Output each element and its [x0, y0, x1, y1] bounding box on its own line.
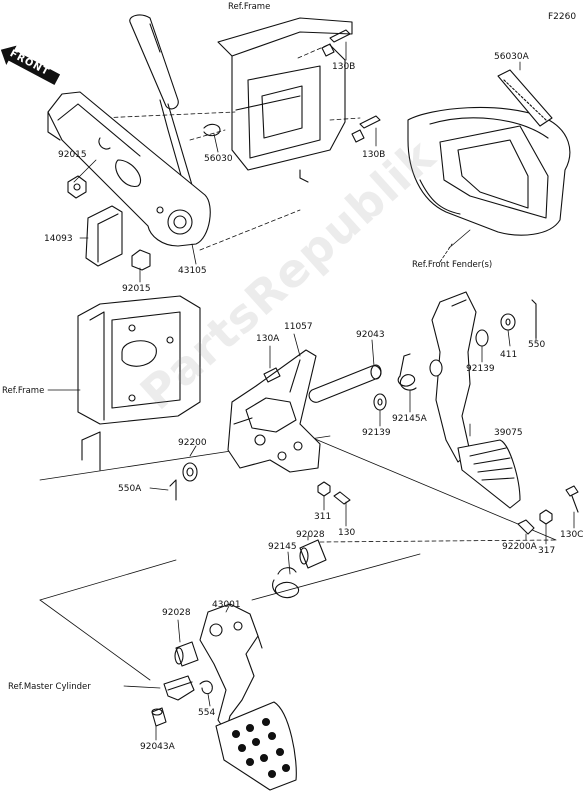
collar-92200	[182, 462, 198, 482]
part-label-550a: 550A	[118, 484, 142, 494]
label-leader-lines	[47, 41, 575, 741]
ref-master-cylinder: Ref.Master Cylinder	[8, 682, 91, 692]
part-label-92015-upper: 92015	[58, 150, 87, 160]
clip-554	[199, 680, 213, 695]
bolt-130c	[565, 485, 579, 513]
part-label-130b-lower: 130B	[362, 150, 386, 160]
part-label-130a: 130A	[256, 334, 280, 344]
frame-crossmember-top	[217, 17, 353, 183]
ref-front-fender: Ref.Front Fender(s)	[412, 260, 493, 270]
part-label-554: 554	[198, 708, 216, 718]
part-label-11057: 11057	[284, 322, 313, 332]
part-label-43001: 43001	[212, 600, 241, 610]
washer-411	[500, 313, 516, 331]
nut-92015-upper	[67, 175, 87, 199]
part-label-92200: 92200	[178, 438, 207, 448]
part-label-550: 550	[528, 340, 546, 350]
pin-92043a	[151, 707, 167, 727]
part-label-14093: 14093	[44, 234, 73, 244]
part-label-130: 130	[338, 528, 356, 538]
front-arrow-icon	[0, 45, 61, 86]
washer-92139-mid	[373, 393, 387, 411]
bolts-130b	[321, 29, 381, 143]
part-label-56030: 56030	[204, 154, 233, 164]
pedal-43001	[199, 603, 297, 791]
label-strip-56030a	[497, 69, 553, 127]
bracket-11057	[227, 349, 321, 473]
part-label-56030a: 56030A	[494, 52, 529, 62]
bushing-92139-right	[475, 329, 489, 347]
clevis-master-cylinder	[163, 675, 195, 701]
bushing-92028-right	[299, 539, 327, 569]
parking-brake-handle	[129, 14, 201, 215]
ref-frame-top: Ref.Frame	[228, 2, 271, 12]
part-label-92145a: 92145A	[392, 414, 427, 424]
ref-frame-left: Ref.Frame	[2, 386, 45, 396]
part-label-92043a: 92043A	[140, 742, 175, 752]
bushing-92028-left	[174, 641, 199, 667]
front-fender	[407, 106, 571, 236]
collar-pedal	[429, 359, 443, 377]
pedal-39075	[431, 291, 521, 509]
part-label-92139-mid: 92139	[362, 428, 391, 438]
part-label-92028-right: 92028	[296, 530, 325, 540]
nut-317	[539, 509, 553, 525]
part-label-92015-lower: 92015	[122, 284, 151, 294]
frame-section-left	[77, 295, 201, 471]
spring-92145a	[397, 353, 417, 391]
pin-550	[531, 299, 537, 339]
part-label-317: 317	[538, 546, 556, 556]
nut-92015-lower	[131, 249, 151, 271]
pivot-shaft-92043	[308, 364, 382, 403]
figure-code: F2260	[548, 12, 577, 22]
part-label-92028-left: 92028	[162, 608, 191, 618]
spring-92145	[272, 567, 300, 599]
bracket-43105	[47, 91, 211, 247]
part-label-92145: 92145	[268, 542, 297, 552]
bolt-130a	[263, 367, 281, 383]
nut-311	[317, 481, 331, 497]
pad-14093	[85, 205, 123, 267]
front-direction-badge: FRONT	[0, 40, 63, 89]
part-label-92139-right: 92139	[466, 364, 495, 374]
clip-56030	[203, 123, 221, 137]
part-label-130c: 130C	[560, 530, 584, 540]
part-label-92200a: 92200A	[502, 542, 537, 552]
part-label-43105: 43105	[178, 266, 207, 276]
bolt-130	[333, 491, 351, 505]
collar-92200a	[517, 519, 535, 535]
pin-550a	[169, 479, 177, 501]
part-label-311: 311	[314, 512, 332, 522]
part-label-130b-upper: 130B	[332, 62, 356, 72]
part-label-39075: 39075	[494, 428, 523, 438]
part-label-411: 411	[500, 350, 518, 360]
part-label-92043: 92043	[356, 330, 385, 340]
